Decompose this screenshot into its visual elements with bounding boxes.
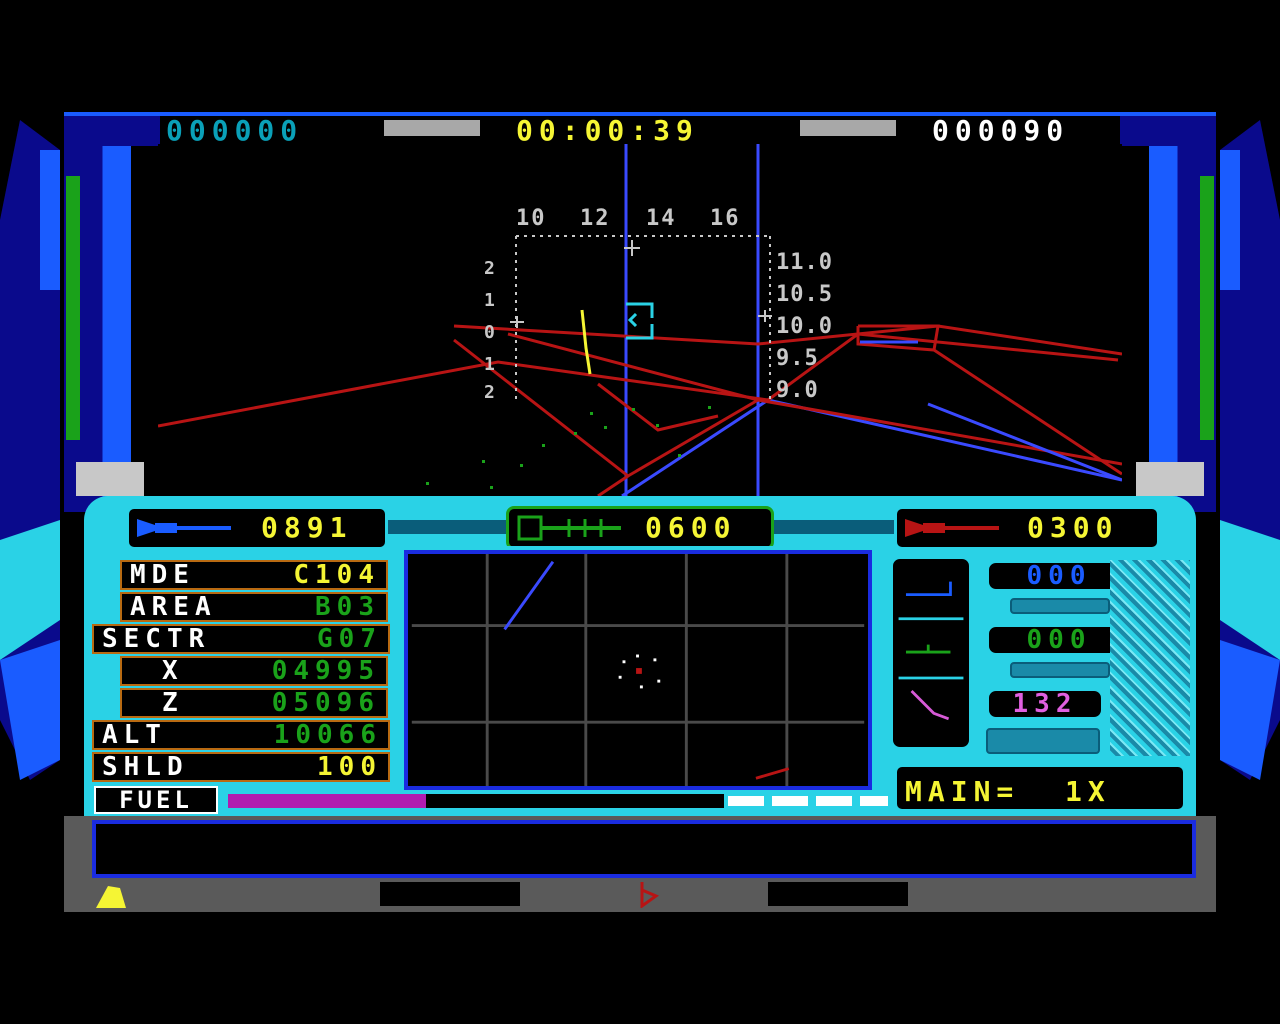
missile-icon — [137, 519, 231, 537]
readout-2-bar — [1010, 662, 1110, 678]
altitude-label: ALT — [102, 720, 167, 750]
top-tick-14: 14 — [646, 206, 677, 231]
left-pillar-vent — [76, 462, 144, 496]
left-tick-2: 2 — [484, 258, 501, 279]
flight-viewport — [158, 144, 1122, 496]
left-hud-bar — [384, 120, 480, 136]
right-pillar-vent — [1136, 462, 1204, 496]
altitude-value: 10066 — [273, 720, 382, 750]
ground-wire-blue-2 — [927, 402, 1122, 482]
radio-icon — [96, 886, 126, 908]
left-tick-neg2: 2 — [484, 382, 501, 403]
left-cockpit-wing — [0, 120, 60, 780]
radar-contact-line — [503, 560, 555, 631]
radar-scope — [404, 550, 872, 790]
right-tick-11: 11.0 — [776, 250, 833, 275]
top-tick-16: 16 — [710, 206, 741, 231]
x-value: 04995 — [271, 656, 380, 686]
attitude-instruments — [890, 556, 972, 750]
radar-contact-red — [755, 767, 790, 780]
status-row-sector: SECTR G07 — [92, 624, 390, 654]
left-tick-1: 1 — [484, 290, 501, 311]
circuit-texture — [1110, 560, 1190, 756]
shield-value: 100 — [317, 752, 382, 782]
radar-player-marker — [618, 654, 661, 689]
roll-indicator-icon — [905, 644, 951, 654]
readout-3: 132 — [986, 688, 1104, 720]
status-row-shield: SHLD 100 — [92, 752, 390, 782]
left-green-gauge — [66, 176, 80, 440]
fuel-label: FUEL — [94, 786, 218, 814]
status-row-z: Z 05096 — [120, 688, 388, 718]
radar-grid — [411, 554, 865, 786]
panel-connector-left — [388, 520, 506, 534]
ground-wire-blue — [621, 398, 1122, 496]
mode-label: MDE — [130, 560, 195, 590]
right-tick-10-5: 10.5 — [776, 282, 833, 307]
top-hud-inner — [160, 116, 1120, 144]
z-value: 05096 — [271, 688, 380, 718]
x-label: X — [162, 656, 184, 686]
readout-1-value: 000 — [1026, 561, 1092, 591]
right-score: 000090 — [932, 114, 1070, 147]
left-score: 000000 — [166, 114, 304, 147]
readout-1-bar — [1010, 598, 1110, 614]
left-tick-neg1: 1 — [484, 354, 501, 375]
right-tick-9: 9.0 — [776, 378, 819, 403]
cargo-counter: 0600 — [506, 506, 774, 550]
panel-connector-right — [774, 520, 894, 534]
pitch-ladder-right-labels: 11.0 10.5 10.0 9.5 9.0 — [776, 250, 846, 410]
star-field — [426, 406, 711, 489]
readout-1: 000 — [986, 560, 1132, 592]
fuel-gauge-fill — [228, 794, 426, 808]
target-reticle — [626, 302, 654, 340]
readout-2-value: 000 — [1026, 625, 1092, 655]
z-label: Z — [162, 688, 184, 718]
message-display — [92, 820, 1196, 878]
pitch-ladder-marks — [510, 240, 772, 328]
area-label: AREA — [130, 592, 217, 622]
heading-marker — [580, 309, 592, 375]
shield-label: SHLD — [102, 752, 189, 782]
sector-value: G07 — [317, 624, 382, 654]
cargo-count: 0600 — [645, 511, 737, 544]
area-value: B03 — [315, 592, 380, 622]
weapon-selector[interactable]: MAIN= 1X — [894, 764, 1186, 812]
torpedo-counter: 0300 — [894, 506, 1160, 550]
right-tick-10: 10.0 — [776, 314, 833, 339]
mission-timer: 00:00:39 — [516, 114, 699, 147]
torpedo-count: 0300 — [1027, 511, 1119, 544]
right-tick-9-5: 9.5 — [776, 346, 819, 371]
pitch-ladder-left-labels: 2 1 0 1 2 — [478, 254, 508, 404]
heading-indicator-icon — [910, 690, 950, 721]
console-slot-left — [380, 882, 520, 906]
status-row-altitude: ALT 10066 — [92, 720, 390, 750]
terrain-wireframe — [158, 324, 1122, 496]
ship-emblem-icon — [640, 882, 660, 908]
missile-count: 0891 — [261, 511, 353, 544]
top-tick-12: 12 — [580, 206, 611, 231]
pitch-ladder — [515, 235, 771, 402]
left-tick-0: 0 — [484, 322, 501, 343]
torpedo-icon — [905, 519, 999, 537]
sector-label: SECTR — [102, 624, 211, 654]
right-hud-bar — [800, 120, 896, 136]
status-row-x: X 04995 — [120, 656, 388, 686]
cargo-icon — [517, 515, 621, 541]
left-canopy-pillar — [64, 112, 160, 512]
right-green-gauge — [1200, 176, 1214, 440]
console-slot-right — [768, 882, 908, 906]
pitch-indicator-icon — [905, 581, 952, 596]
status-row-mode: MDE C104 — [120, 560, 388, 590]
top-tick-10: 10 — [516, 206, 547, 231]
weapon-main-label: MAIN= 1X — [905, 775, 1111, 808]
mode-value: C104 — [293, 560, 380, 590]
missile-counter: 0891 — [126, 506, 388, 550]
status-row-area: AREA B03 — [120, 592, 388, 622]
readout-3-bar — [986, 728, 1100, 754]
right-cockpit-wing — [1220, 120, 1280, 780]
readout-3-value: 132 — [1012, 689, 1078, 719]
fuel-gauge-ticks — [728, 796, 888, 806]
